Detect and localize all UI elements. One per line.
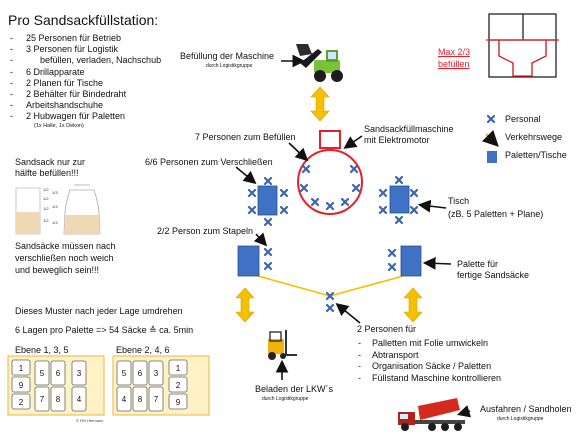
- soft-note-line: verschließen noch weich: [15, 253, 114, 263]
- layer-b-cell: 4: [122, 395, 127, 404]
- stacking-pallet: [237, 245, 260, 277]
- requirement-item: 2 Behälter für Bindedraht: [8, 89, 161, 100]
- fill-people-label: 7 Personen zum Befüllen: [195, 132, 296, 142]
- legend-pallets: Paletten/Tische: [505, 150, 567, 160]
- transport-sub: durch Logistikgruppe: [497, 416, 544, 422]
- layer-a-cell: 8: [56, 395, 61, 404]
- soft-note-line: Sandsäcke müssen nach: [15, 241, 116, 251]
- legend-traffic-icon: [481, 129, 499, 147]
- layer-b-cell: 2: [176, 381, 181, 390]
- table-label-title: Tisch: [448, 196, 470, 206]
- legend: Personal Verkehrswege Paletten/Tische: [505, 114, 567, 160]
- max-fill-label: Max 2/3 befüllen: [438, 46, 470, 70]
- stacking-people-label: 2/2 Person zum Stapeln: [157, 226, 254, 236]
- pallet-full-line: Palette für: [457, 259, 499, 269]
- finished-pallet: [400, 245, 422, 277]
- duty-item: Abtransport: [357, 350, 501, 362]
- legend-traffic: Verkehrswege: [505, 132, 563, 142]
- requirement-item: 6 Drillapparate: [8, 67, 161, 78]
- sandbag-note-line: hälfte befüllen!!!: [15, 168, 79, 178]
- table-label-detail: (zB. 5 Paletten + Plane): [448, 209, 544, 219]
- requirements-section: Pro Sandsackfüllstation: 25 Personen für…: [8, 12, 161, 129]
- machine-label-line: mit Elektromotor: [364, 135, 430, 145]
- loading-sub: durch Logistikgruppe: [262, 396, 309, 402]
- requirement-item: befüllen, verladen, Nachschub: [8, 55, 161, 66]
- legend-person: Personal: [505, 114, 541, 124]
- duty-item: Palletten mit Folie umwickeln: [357, 338, 501, 350]
- layer-a-cell: 2: [19, 398, 24, 407]
- soft-note-line: und beweglich sein!!!: [15, 265, 100, 275]
- requirement-item: Arbeitshandschuhe: [8, 100, 161, 111]
- max-fill-line: [486, 39, 559, 77]
- filling-machine: [297, 130, 363, 215]
- scale-label: 1/2: [43, 206, 49, 211]
- traffic-route: [257, 275, 404, 297]
- sandbag-note-line: Sandsack nur zur: [15, 157, 86, 167]
- scale-label: 1/2: [43, 218, 49, 223]
- closing-table-right: [389, 185, 410, 214]
- sandbag-soft-note: Sandsäcke müssen nach verschließen noch …: [15, 240, 116, 276]
- machine-label-line: Sandsackfüllmaschine: [364, 124, 454, 134]
- requirement-item: 25 Personen für Betrieb: [8, 33, 161, 44]
- sandbag-fill-illustration: 1/2 1/2 1/2 1/2 1/3 1/3 1/3: [15, 184, 101, 235]
- copyright-note: © RN Hermann: [76, 418, 104, 423]
- layer-b-cell: 6: [138, 369, 143, 378]
- scale-label: 1/3: [52, 190, 58, 195]
- closing-table-left: [257, 185, 278, 216]
- scale-label: 1/2: [43, 196, 49, 201]
- two-people-label: 2 Personen für: [357, 324, 417, 334]
- transport-label: Ausfahren / Sandholen: [480, 404, 572, 414]
- layer-a-cell: 1: [19, 364, 24, 373]
- requirements-list: 25 Personen für Betrieb 3 Personen für L…: [8, 33, 161, 123]
- legend-pallet-icon: [487, 151, 497, 163]
- closing-people-label: 6/6 Personen zum Verschließen: [145, 157, 273, 167]
- machine-label: Sandsackfüllmaschine mit Elektromotor: [364, 124, 454, 146]
- layer-a-cell: 4: [77, 395, 82, 404]
- machine-fill-label: Befüllung der Maschine: [180, 51, 275, 61]
- pallet-note: (1x Halle, 1x Dekon): [34, 122, 84, 129]
- layer-a-cell: 3: [77, 369, 82, 378]
- legend-person-icon: [486, 114, 496, 124]
- layer-a-cell: 6: [56, 369, 61, 378]
- loading-label: Beladen der LKW´s: [255, 384, 334, 394]
- pattern-note: Dieses Muster nach jeder Lage umdrehen: [15, 306, 183, 316]
- layer-a-title: Ebene 1, 3, 5: [15, 345, 69, 355]
- scale-label: 1/3: [52, 220, 58, 225]
- layer-b-cell: 5: [122, 369, 127, 378]
- page-title: Pro Sandsackfüllstation:: [8, 12, 159, 28]
- table-label: Tisch (zB. 5 Paletten + Plane): [448, 196, 543, 220]
- sandbag-fill-note: Sandsack nur zur hälfte befüllen!!!: [15, 157, 85, 179]
- layers-note: 6 Lagen pro Palette => 54 Säcke ≙ ca. 5m…: [15, 325, 194, 335]
- requirement-item: 2 Planen für Tische: [8, 78, 161, 89]
- pallets: [237, 185, 422, 277]
- layer-b-title: Ebene 2, 4, 6: [116, 345, 170, 355]
- pallet-full-label: Palette für fertige Sandsäcke: [457, 259, 529, 281]
- requirement-item: 2 Hubwagen für Paletten: [8, 111, 161, 122]
- max-fill-line: Max 2/3: [438, 47, 471, 57]
- pointer-arrows: [235, 54, 472, 418]
- scale-label: 1/3: [52, 204, 58, 209]
- requirement-item: 3 Personen für Logistik: [8, 44, 161, 55]
- duties-list: Palletten mit Folie umwickeln Abtranspor…: [357, 338, 501, 384]
- scale-label: 1/2: [43, 187, 49, 192]
- dump-truck-icon: [398, 398, 465, 431]
- duty-item: Füllstand Maschine kontrollieren: [357, 373, 501, 385]
- traffic-arrow: [235, 86, 423, 323]
- pallet-full-line: fertige Sandsäcke: [457, 270, 530, 280]
- duty-item: Organisation Säcke / Paletten: [357, 361, 501, 373]
- layer-b-cell: 1: [176, 364, 181, 373]
- layer-b-cell: 7: [154, 395, 159, 404]
- telehandler-icon: [296, 44, 343, 82]
- max-fill-line: befüllen: [438, 59, 470, 69]
- layer-a-cell: 9: [19, 381, 24, 390]
- machine-fill-sub: durch Logistikgruppe: [206, 63, 253, 69]
- layer-a-cell: 5: [40, 369, 45, 378]
- layer-b-cell: 9: [176, 398, 181, 407]
- layer-a-cell: 7: [40, 395, 45, 404]
- forklift-icon: [268, 330, 297, 360]
- layer-b-cell: 3: [154, 369, 159, 378]
- layer-b-cell: 8: [138, 395, 143, 404]
